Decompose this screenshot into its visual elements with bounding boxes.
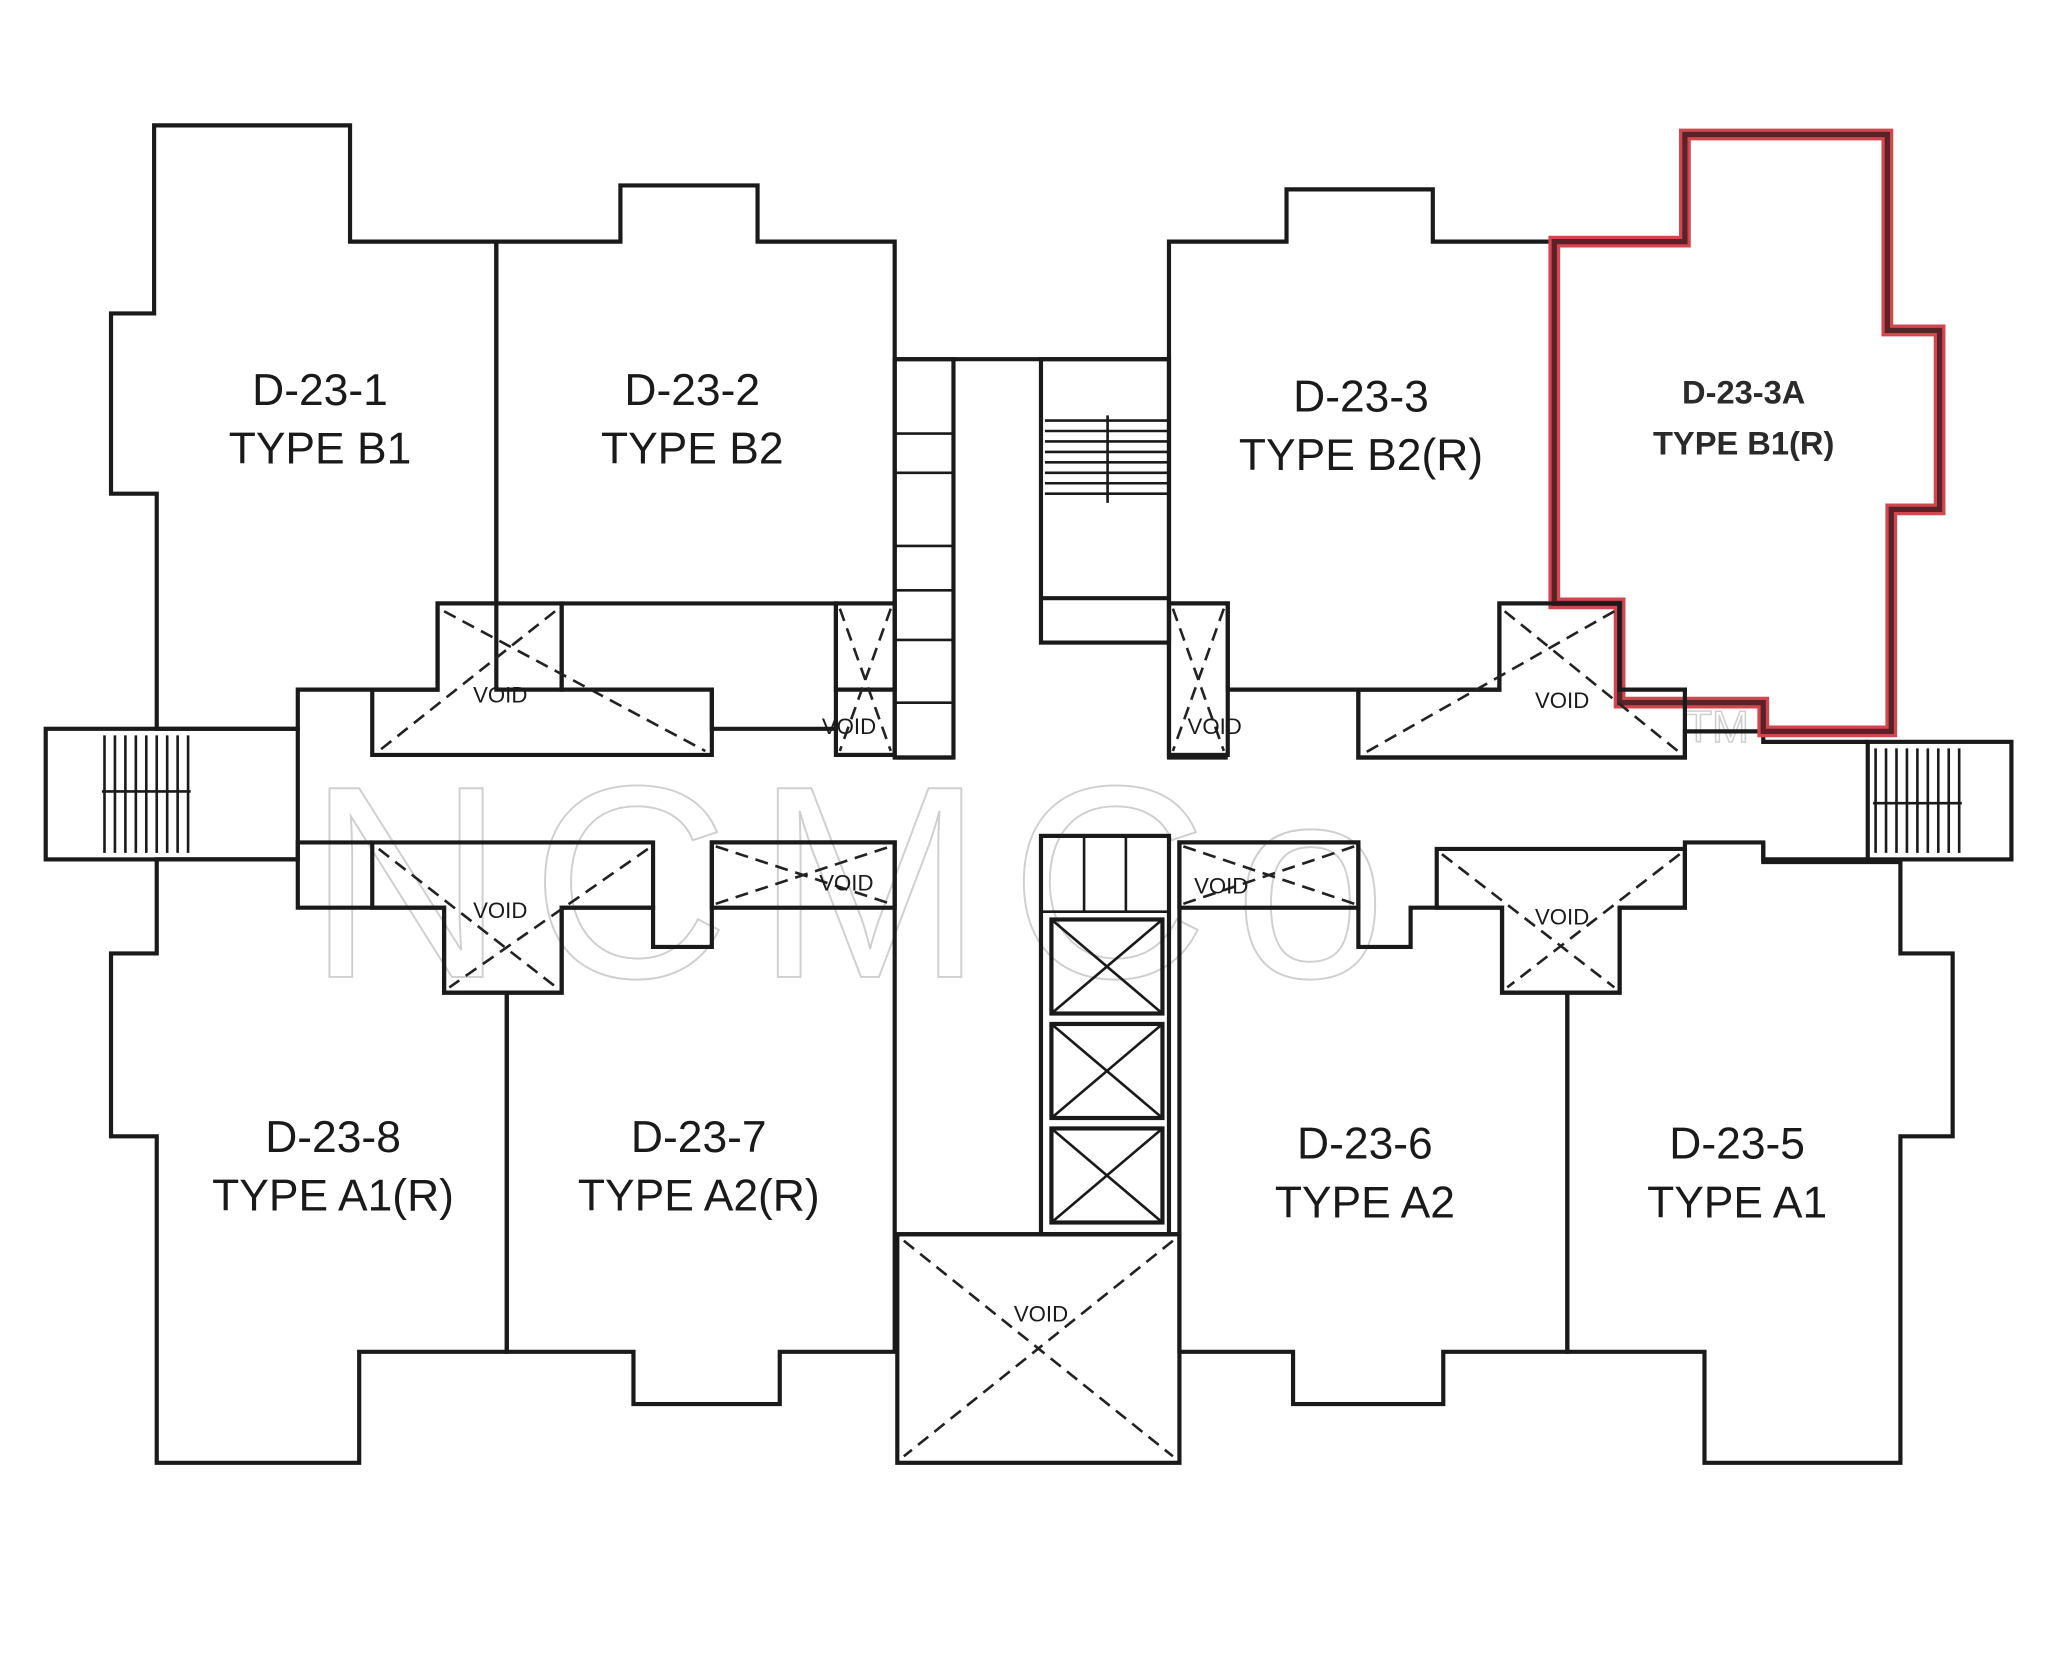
lift-2 <box>1049 1021 1165 1121</box>
unit-id: D-23-1 <box>252 366 388 415</box>
unit-label-d-23-2: D-23-2 TYPE B2 <box>601 366 784 474</box>
unit-label-d-23-8: D-23-8 TYPE A1(R) <box>212 1113 454 1221</box>
void-top-right: VOID <box>1356 601 1687 760</box>
unit-type: TYPE B2(R) <box>1239 431 1483 480</box>
void-bottom-right: VOID <box>1434 846 1687 995</box>
lift-3 <box>1049 1126 1165 1225</box>
unit-label-d-23-1: D-23-1 TYPE B1 <box>229 366 412 474</box>
unit-type: TYPE B1 <box>229 425 412 474</box>
void-bottom-core: VOID <box>895 1232 1182 1465</box>
lift-1 <box>1049 917 1165 1016</box>
unit-type: TYPE B1(R) <box>1653 425 1834 462</box>
watermark-tm: TM <box>1685 703 1749 752</box>
void-top-center-right: VOID <box>1166 601 1242 758</box>
void-label: VOID <box>473 683 527 708</box>
unit-label-d-23-3a: D-23-3A TYPE B1(R) <box>1653 374 1834 462</box>
watermark-text: NCMCo <box>307 730 1413 1036</box>
core-top <box>892 357 1172 760</box>
unit-outline-d-23-1[interactable] <box>108 123 499 731</box>
void-label: VOID <box>473 898 527 923</box>
unit-type: TYPE A2(R) <box>578 1172 820 1221</box>
unit-type: TYPE A1 <box>1647 1178 1827 1227</box>
unit-label-d-23-6: D-23-6 TYPE A2 <box>1275 1119 1455 1227</box>
void-label: VOID <box>1188 714 1242 739</box>
unit-id: D-23-6 <box>1297 1119 1433 1168</box>
unit-id: D-23-8 <box>265 1113 401 1162</box>
unit-label-d-23-7: D-23-7 TYPE A2(R) <box>578 1113 820 1221</box>
unit-id: D-23-2 <box>624 366 760 415</box>
unit-id: D-23-3A <box>1682 374 1805 411</box>
watermark: NCMCo TM <box>306 702 1750 1037</box>
void-bottom-left: VOID <box>370 840 656 995</box>
void-label: VOID <box>819 871 873 896</box>
stair-left <box>43 726 300 862</box>
unit-id: D-23-5 <box>1669 1119 1805 1168</box>
unit-id: D-23-7 <box>631 1113 767 1162</box>
stair-right <box>1865 739 2014 862</box>
unit-type: TYPE A1(R) <box>212 1172 454 1221</box>
void-label: VOID <box>1014 1302 1068 1327</box>
void-top-center-left: VOID <box>822 601 897 758</box>
unit-type: TYPE A2 <box>1275 1178 1455 1227</box>
unit-label-d-23-5: D-23-5 TYPE A1 <box>1647 1119 1827 1227</box>
void-label: VOID <box>1535 688 1589 713</box>
unit-id: D-23-3 <box>1293 372 1429 421</box>
unit-type: TYPE B2 <box>601 425 784 474</box>
void-label: VOID <box>1194 873 1248 898</box>
void-bottom-center-left: VOID <box>709 840 897 910</box>
void-bottom-center-right: VOID <box>1177 840 1361 910</box>
unit-outline-d-23-3a-highlight[interactable] <box>1548 128 1946 738</box>
unit-label-d-23-3: D-23-3 TYPE B2(R) <box>1239 372 1483 480</box>
void-label: VOID <box>1535 905 1589 930</box>
void-top-left: VOID <box>370 601 714 758</box>
void-label: VOID <box>822 714 876 739</box>
